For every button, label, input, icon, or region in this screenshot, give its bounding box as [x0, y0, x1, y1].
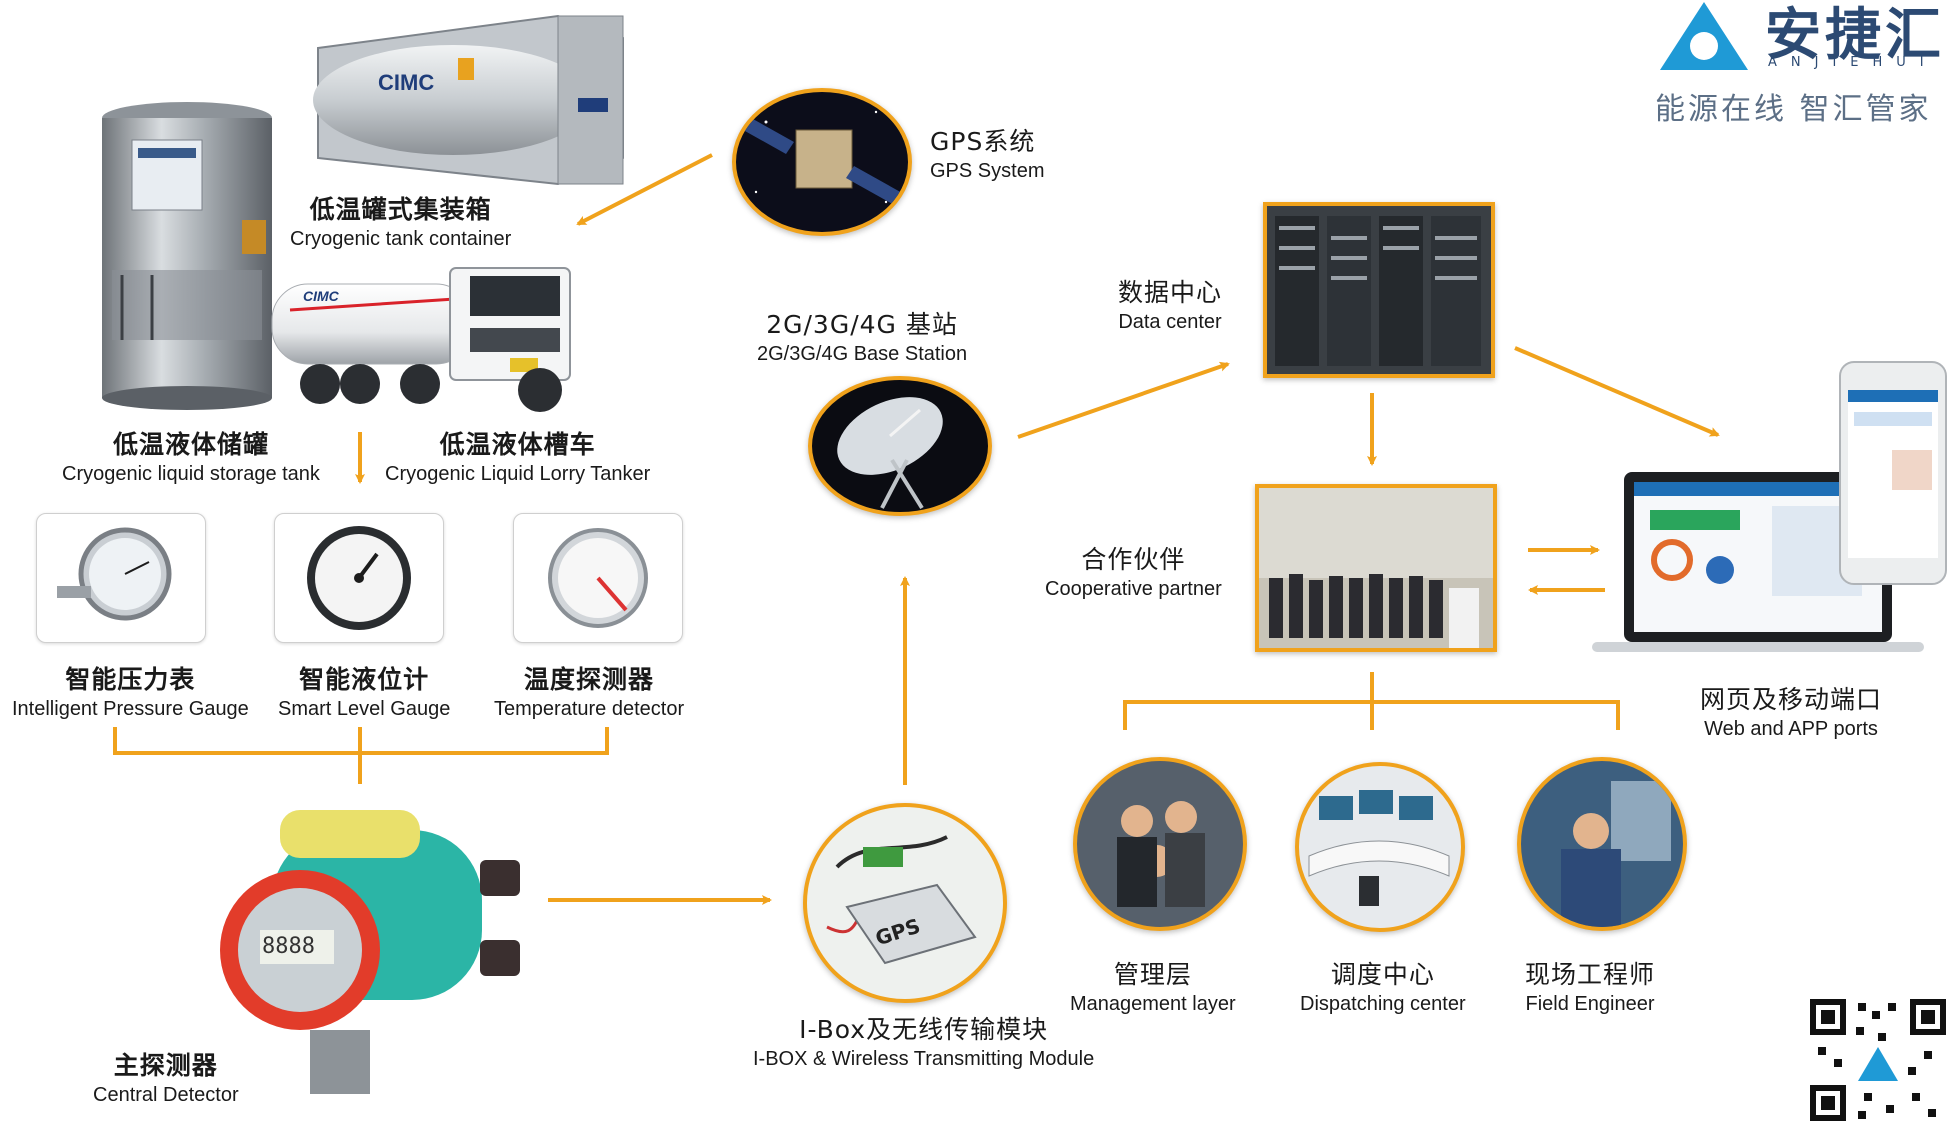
- group-photo-icon: [1259, 488, 1493, 648]
- central-detector-label: 主探测器 Central Detector: [93, 1051, 239, 1106]
- data-center-label: 数据中心 Data center: [1118, 278, 1223, 333]
- tank-container-image: [313, 14, 624, 186]
- antenna-dish-icon: [837, 397, 943, 510]
- pressure-gauge-box: [36, 513, 206, 643]
- ibox-label: I-Box及无线传输模块 I-BOX & Wireless Transmitti…: [753, 1015, 1095, 1070]
- level-gauge-box: [274, 513, 444, 643]
- ibox-circle: [803, 803, 1007, 1003]
- base-station-circle: [808, 376, 992, 516]
- lorry-tanker-label: 低温液体槽车 Cryogenic Liquid Lorry Tanker: [385, 430, 651, 485]
- central-detector-display: 8888: [262, 934, 315, 959]
- pressure-gauge-icon: [57, 527, 172, 621]
- partner-photo: [1255, 484, 1497, 652]
- data-center-photo: [1263, 202, 1495, 378]
- storage-tank-image: [102, 102, 272, 410]
- engineer-icon: [1561, 781, 1671, 927]
- field-engineer-label: 现场工程师 Field Engineer: [1525, 960, 1656, 1015]
- people-group-icon: [1117, 801, 1205, 907]
- temperature-gauge-icon: [548, 528, 648, 628]
- level-gauge-label: 智能液位计 Smart Level Gauge: [278, 665, 451, 720]
- logo-mark-icon: [1660, 2, 1748, 70]
- tank-container-brand: CIMC: [378, 70, 435, 95]
- web-app-label: 网页及移动端口 Web and APP ports: [1700, 685, 1883, 740]
- arrow-datacenter-to-web: [1514, 346, 1720, 437]
- arrow-gps-to-container: [576, 153, 713, 226]
- qr-code-icon: [1808, 997, 1948, 1124]
- control-room-icon: [1308, 790, 1450, 906]
- central-detector-image: [220, 810, 520, 1094]
- arrow-base-to-datacenter: [1017, 361, 1230, 439]
- server-rack-icon: [1275, 216, 1481, 366]
- temp-detector-label: 温度探测器 Temperature detector: [494, 665, 685, 720]
- satellite-icon: [736, 110, 904, 206]
- temp-detector-box: [513, 513, 683, 643]
- ibox-device-icon: [826, 835, 977, 965]
- web-app-devices-image: [1592, 361, 1947, 652]
- management-label: 管理层 Management layer: [1070, 960, 1236, 1015]
- partner-label: 合作伙伴 Cooperative partner: [1045, 545, 1222, 600]
- logo-wordmark: 安捷汇: [1765, 3, 1945, 68]
- logo-slogan: 能源在线 智汇管家: [1655, 92, 1932, 127]
- field-engineer-circle: [1517, 757, 1687, 931]
- dispatching-label: 调度中心 Dispatching center: [1300, 960, 1466, 1015]
- base-station-label: 2G/3G/4G 基站 2G/3G/4G Base Station: [757, 310, 968, 365]
- pressure-gauge-label: 智能压力表 Intelligent Pressure Gauge: [12, 665, 249, 720]
- dispatching-circle: [1295, 762, 1465, 932]
- lorry-tanker-image: [271, 267, 571, 412]
- level-gauge-icon: [307, 526, 411, 630]
- partner-bracket: [1123, 700, 1620, 730]
- tank-container-label: 低温罐式集装箱 Cryogenic tank container: [290, 195, 512, 250]
- storage-tank-label: 低温液体储罐 Cryogenic liquid storage tank: [62, 430, 320, 485]
- gps-label: GPS系统 GPS System: [930, 127, 1045, 182]
- management-circle: [1073, 757, 1247, 931]
- logo-sub: ANJIEHUI: [1768, 55, 1938, 70]
- lorry-tanker-brand: CIMC: [303, 288, 339, 304]
- gps-circle: [732, 88, 912, 236]
